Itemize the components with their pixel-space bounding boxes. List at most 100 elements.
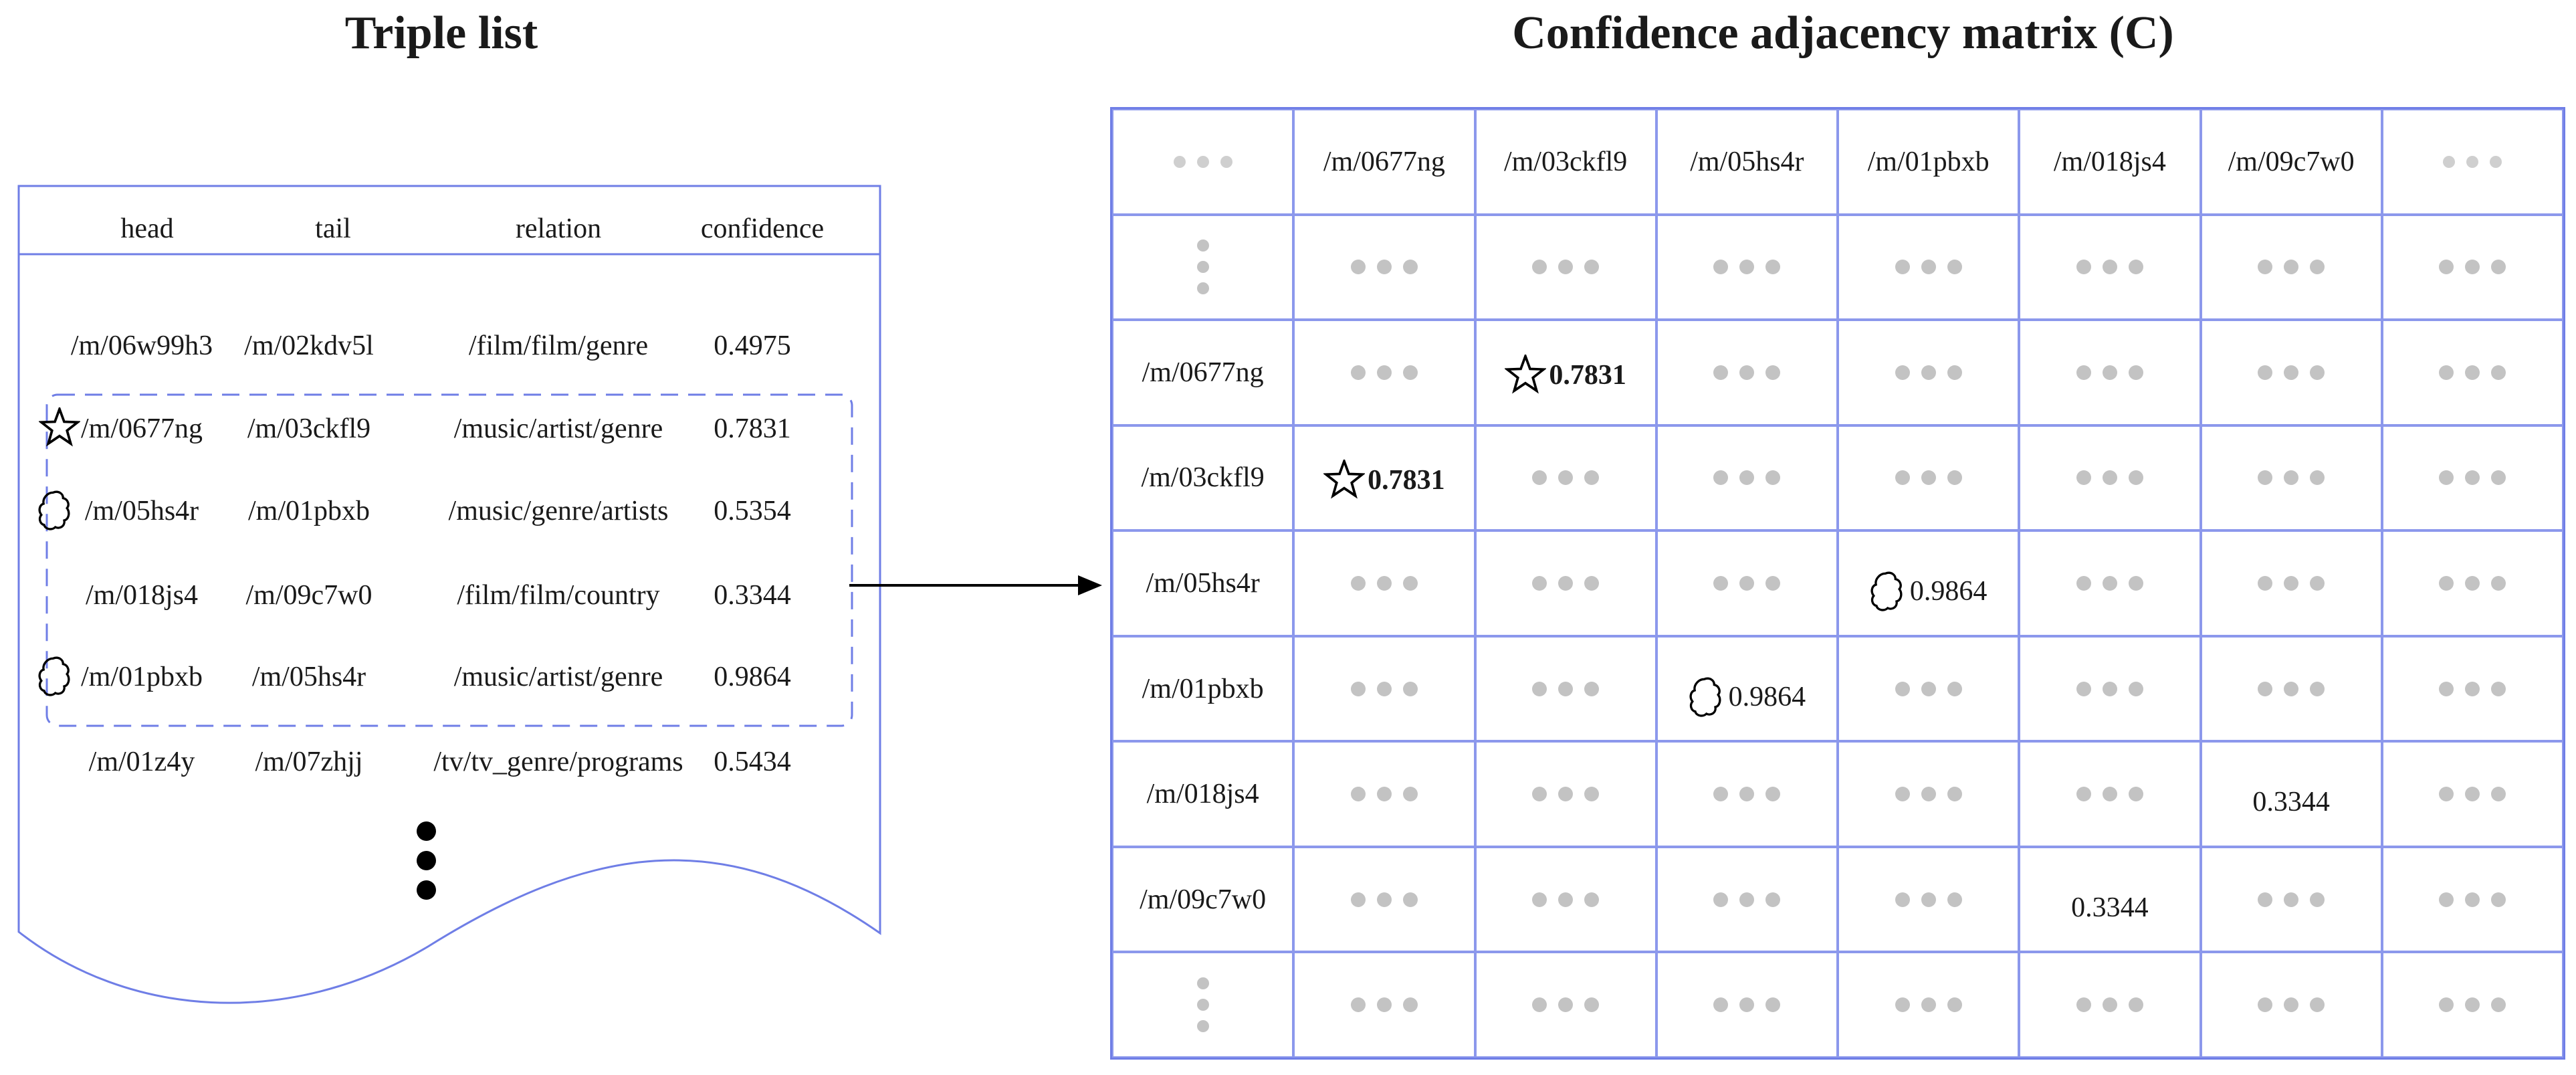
matrix-value: 0.7831	[1323, 460, 1445, 501]
triple-list-document	[17, 185, 881, 1004]
ellipsis-icon	[1532, 260, 1600, 275]
matrix-cell	[1475, 846, 1656, 953]
row-header-label: /m/03ckfl9	[1141, 462, 1265, 494]
matrix-cell	[1475, 425, 1656, 531]
triple-relation: /music/artist/genre	[453, 662, 663, 692]
row-header-label: /m/01pbxb	[1142, 673, 1264, 704]
ellipsis-icon	[2076, 997, 2143, 1013]
matrix-value-text: 0.7831	[1549, 359, 1626, 391]
column-header-label: /m/03ckfl9	[1503, 146, 1628, 177]
matrix-cell	[1656, 952, 1838, 1058]
ellipsis-icon	[1532, 787, 1600, 802]
matrix-cell	[2200, 846, 2382, 953]
star-icon	[39, 407, 80, 449]
matrix-cell	[2200, 214, 2382, 320]
matrix-value: 0.3344	[2071, 892, 2149, 924]
ellipsis-icon	[1895, 892, 1962, 907]
ellipsis-icon	[2258, 365, 2325, 380]
ellipsis-icon	[1713, 365, 1781, 380]
matrix-value: 0.9864	[1689, 675, 1806, 719]
ellipsis-icon	[1713, 892, 1781, 907]
triple-tail: /m/03ckfl9	[247, 413, 371, 444]
ellipsis-icon	[2439, 997, 2506, 1013]
matrix-cell	[1838, 952, 2020, 1058]
matrix-value-text: 0.3344	[2252, 787, 2330, 818]
matrix-value: 0.7831	[1505, 354, 1626, 396]
row-header-label: /m/0677ng	[1142, 357, 1264, 388]
triple-relation: /film/film/country	[457, 580, 660, 611]
matrix-cell	[1838, 320, 2020, 425]
triple-head: /m/01pbxb	[80, 662, 203, 692]
triple-confidence: 0.5434	[714, 747, 791, 777]
triple-tail: /m/05hs4r	[251, 662, 366, 692]
ellipsis-icon	[1713, 260, 1781, 275]
matrix-cell	[1838, 214, 2020, 320]
matrix-cell	[2381, 741, 2563, 847]
triple-confidence: 0.9864	[714, 662, 791, 692]
ellipsis-icon	[2439, 575, 2506, 591]
ellipsis-icon	[2076, 575, 2143, 591]
column-header: /m/09c7w0	[2200, 109, 2382, 215]
ellipsis-icon	[1713, 997, 1781, 1013]
vertical-ellipsis-icon	[1196, 977, 1209, 1033]
matrix-value-cell: 0.9864	[1838, 530, 2020, 636]
column-header: /m/0677ng	[1293, 109, 1475, 215]
matrix-cell	[1475, 636, 1656, 742]
relation-header: relation	[515, 213, 602, 244]
cloud-icon	[37, 488, 71, 532]
confidence-matrix: /m/0677ng/m/03ckfl9/m/05hs4r/m/01pbxb/m/…	[1110, 107, 2565, 1060]
ellipsis-icon	[2439, 787, 2506, 802]
matrix-cell	[1293, 320, 1475, 425]
triple-head: /m/05hs4r	[84, 496, 199, 526]
star-icon	[1323, 460, 1366, 501]
ellipsis-icon	[1532, 681, 1600, 696]
triple-confidence: 0.4975	[714, 330, 791, 361]
matrix-cell	[2381, 952, 2563, 1058]
matrix-cell	[1475, 530, 1656, 636]
triple-confidence: 0.3344	[714, 580, 791, 611]
matrix-cell	[2381, 846, 2563, 953]
vertical-ellipsis-icon	[416, 851, 436, 870]
matrix-cell	[2019, 214, 2201, 320]
ellipsis-icon	[1350, 681, 1418, 696]
matrix-cell	[1293, 952, 1475, 1058]
triple-head: /m/06w99h3	[70, 330, 213, 361]
highlight-dashed-box	[45, 393, 853, 727]
matrix-cell	[2381, 214, 2563, 320]
matrix-cell	[2381, 320, 2563, 425]
matrix-cell	[1656, 425, 1838, 531]
row-header: /m/05hs4r	[1112, 530, 1294, 636]
matrix-cell	[1293, 846, 1475, 953]
vertical-ellipsis-icon	[416, 821, 436, 841]
ellipsis-icon	[2076, 787, 2143, 802]
row-header	[1112, 214, 1294, 320]
triple-tail: /m/07zhjj	[255, 747, 363, 777]
ellipsis-icon	[1532, 470, 1600, 486]
matrix-cell	[2019, 952, 2201, 1058]
column-header-label: /m/05hs4r	[1690, 146, 1804, 177]
matrix-cell	[1475, 952, 1656, 1058]
triple-confidence: 0.5354	[714, 496, 791, 526]
matrix-cell	[1475, 214, 1656, 320]
matrix-value: 0.3344	[2252, 786, 2330, 818]
triple-row: /m/01pbxb/m/05hs4r/music/artist/genre 0.9…	[19, 656, 876, 697]
ellipsis-icon	[2076, 470, 2143, 486]
ellipsis-icon	[2076, 260, 2143, 275]
row-header: /m/09c7w0	[1112, 846, 1294, 953]
matrix-value-text: 0.7831	[1368, 465, 1445, 496]
ellipsis-icon	[1350, 997, 1418, 1013]
ellipsis-icon	[2076, 365, 2143, 380]
ellipsis-icon	[1713, 470, 1781, 486]
ellipsis-icon	[2439, 892, 2506, 907]
matrix-cell	[2019, 425, 2201, 531]
ellipsis-icon	[1895, 681, 1962, 696]
triple-head: /m/018js4	[85, 580, 199, 611]
column-header-label: /m/018js4	[2053, 146, 2166, 177]
row-header-label: /m/09c7w0	[1140, 884, 1267, 915]
column-header: /m/01pbxb	[1838, 109, 2020, 215]
ellipsis-icon	[2076, 681, 2143, 696]
matrix-value-cell: 0.3344	[2200, 741, 2382, 847]
